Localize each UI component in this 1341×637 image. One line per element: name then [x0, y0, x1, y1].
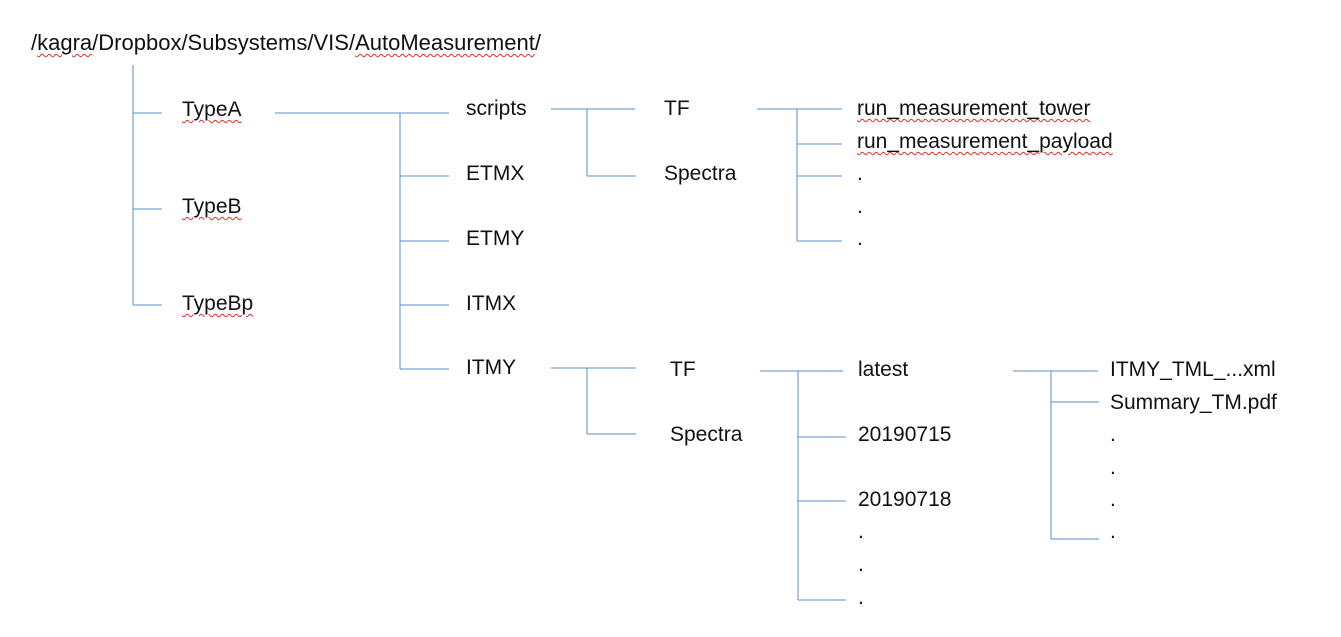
node-etmx: ETMX [466, 162, 525, 185]
node-typeb: TypeB [182, 195, 242, 218]
root-path-slash: / [31, 30, 38, 55]
node-itmy: ITMY [466, 356, 517, 379]
node-itmx: ITMX [466, 292, 517, 315]
root-path-trailing-slash: / [534, 30, 541, 55]
node-itmy-tf: TF [670, 358, 696, 381]
node-typea: TypeA [182, 98, 242, 121]
node-scripts: scripts [466, 97, 527, 120]
node-itmy-tf-ellipsis-1: . [858, 520, 864, 543]
node-scripts-tf-ellipsis-2: . [857, 195, 863, 218]
root-path-kagra: kagra [37, 30, 93, 55]
node-scripts-spectra: Spectra [664, 162, 737, 185]
node-latest-ellipsis-1: . [1110, 423, 1116, 446]
node-summary-tm-pdf: Summary_TM.pdf [1110, 391, 1277, 414]
node-date-20190718: 20190718 [858, 488, 952, 511]
node-run-measurement-payload: run_measurement_payload [857, 130, 1113, 153]
node-latest-ellipsis-2: . [1110, 456, 1116, 479]
node-scripts-tf: TF [664, 97, 690, 120]
node-itmy-tml-xml: ITMY_TML_...xml [1110, 358, 1276, 381]
node-latest-ellipsis-4: . [1110, 520, 1116, 543]
node-run-measurement-tower: run_measurement_tower [857, 97, 1091, 120]
node-scripts-tf-ellipsis-3: . [857, 227, 863, 250]
node-scripts-tf-ellipsis-1: . [857, 162, 863, 185]
root-path-automeasurement: AutoMeasurement [355, 30, 535, 55]
node-latest: latest [858, 358, 909, 381]
root-path-middle: /Dropbox/Subsystems/VIS/ [92, 30, 356, 55]
root-path: /kagra/Dropbox/Subsystems/VIS/AutoMeasur… [31, 32, 541, 54]
node-itmy-tf-ellipsis-3: . [858, 586, 864, 609]
node-etmy: ETMY [466, 227, 525, 250]
node-latest-ellipsis-3: . [1110, 488, 1116, 511]
node-itmy-spectra: Spectra [670, 423, 743, 446]
node-date-20190715: 20190715 [858, 423, 952, 446]
node-typebp: TypeBp [182, 292, 254, 315]
node-itmy-tf-ellipsis-2: . [858, 553, 864, 576]
